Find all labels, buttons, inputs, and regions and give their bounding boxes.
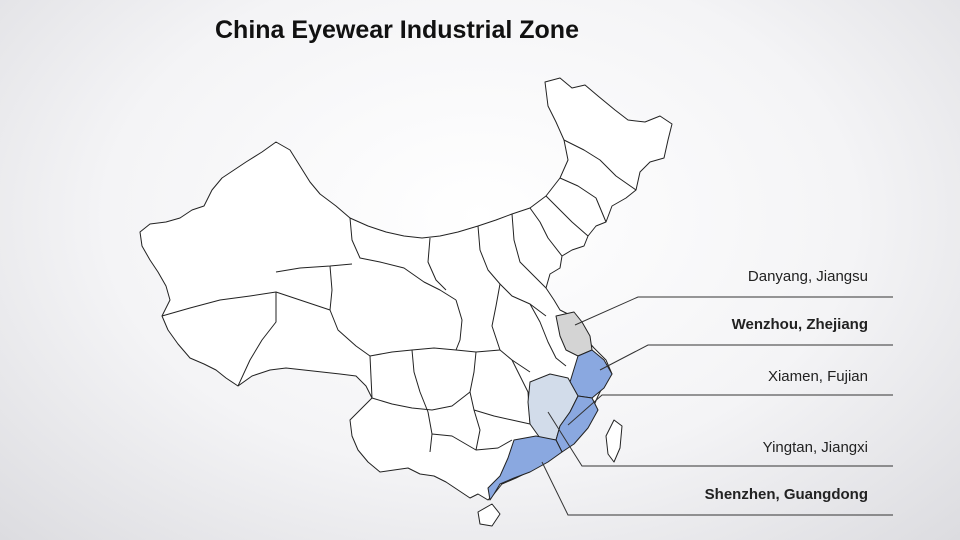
- fujian-region: [555, 395, 599, 453]
- leader-line-danyang: [574, 296, 893, 326]
- leader-line-wenzhou: [599, 344, 893, 371]
- leader-line-yingtan: [547, 411, 893, 467]
- location-label-wenzhou: Wenzhou, Zhejiang: [731, 316, 868, 333]
- location-label-yingtan: Yingtan, Jiangxi: [762, 439, 868, 456]
- location-label-danyang: Danyang, Jiangsu: [747, 268, 868, 285]
- taiwan-island: [605, 419, 623, 463]
- location-label-shenzhen: Shenzhen, Guangdong: [704, 486, 868, 503]
- guangdong-region: [487, 435, 563, 501]
- leader-line-shenzhen: [541, 461, 893, 516]
- leader-line-xiamen: [567, 394, 893, 426]
- hainan-island: [477, 503, 501, 527]
- china-outline: [139, 77, 673, 501]
- location-label-xiamen: Xiamen, Fujian: [767, 368, 868, 385]
- slide-title: China Eyewear Industrial Zone: [215, 16, 579, 44]
